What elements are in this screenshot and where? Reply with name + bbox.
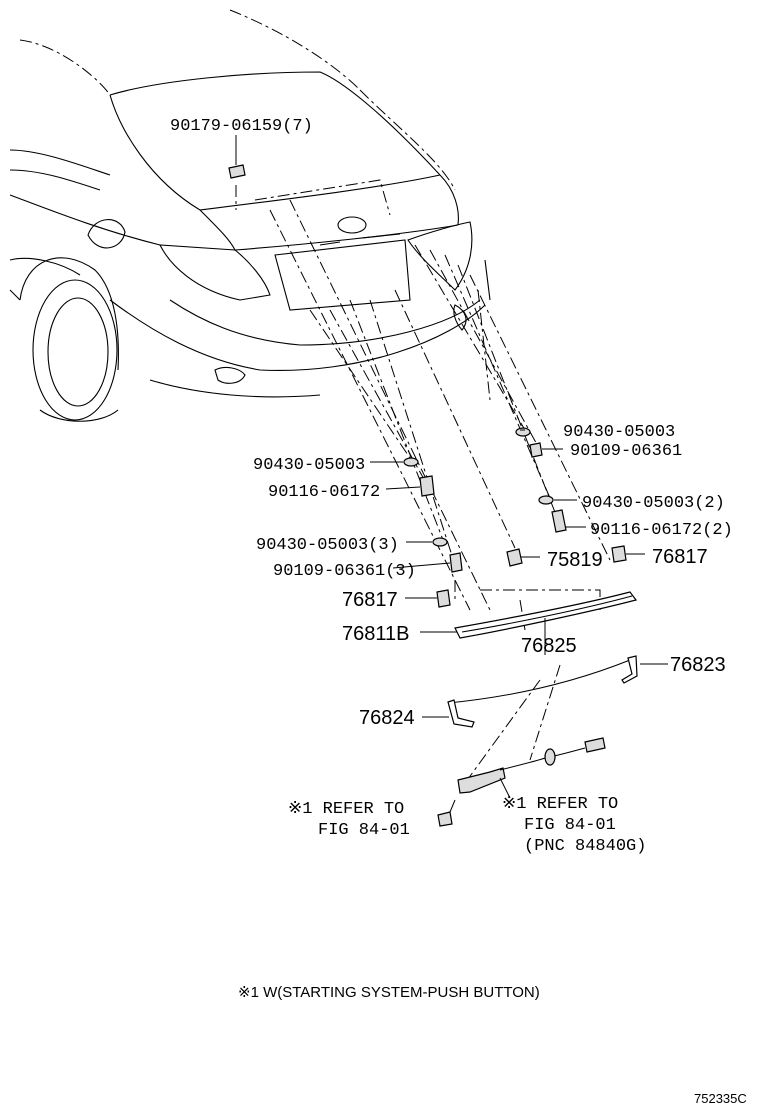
screw-switch (437, 811, 453, 827)
label-76811b: 76811B (342, 623, 409, 645)
ref-right-line1: ※1 REFER TO (502, 795, 618, 814)
label-90109-l3: 90109-06361(3) (273, 562, 416, 581)
screw-90109-l3 (449, 552, 463, 573)
washer-90430-r (515, 427, 531, 437)
label-90430-l3: 90430-05003(3) (256, 536, 399, 555)
ref-right-line3: (PNC 84840G) (524, 837, 646, 856)
label-90430-l: 90430-05003 (253, 456, 365, 475)
screw-90109-r (529, 442, 543, 458)
leader-lines (235, 135, 668, 799)
parts-drawings (228, 164, 638, 827)
reference-notes: ※1 REFER TO FIG 84-01 ※1 REFER TO FIG 84… (288, 795, 646, 856)
ref-right-line2: FIG 84-01 (524, 816, 616, 835)
end-cap-76824 (447, 699, 475, 728)
washer-90430-l3 (432, 537, 448, 547)
label-90116-r2: 90116-06172(2) (590, 521, 733, 540)
garnish-76811b (454, 591, 638, 639)
label-90116-l: 90116-06172 (268, 483, 380, 502)
label-75819: 75819 (547, 549, 603, 571)
label-90430-r: 90430-05003 (563, 423, 675, 442)
switch-assembly (457, 767, 506, 794)
label-76823: 76823 (670, 654, 726, 676)
part-labels: 90179-06159(7) 90430-05003 90109-06361 9… (170, 117, 733, 729)
clip-75819 (506, 548, 523, 567)
label-76825: 76825 (521, 635, 577, 657)
car-rear-illustration (9, 9, 491, 422)
label-90109-r: 90109-06361 (570, 442, 682, 461)
ref-left-line1: ※1 REFER TO (288, 800, 404, 819)
ref-left-line2: FIG 84-01 (318, 821, 410, 840)
label-76824: 76824 (359, 707, 415, 729)
label-90179: 90179-06159(7) (170, 117, 313, 136)
connector (584, 737, 606, 753)
label-90430-r2: 90430-05003(2) (582, 494, 725, 513)
clip-76817-l (436, 589, 451, 608)
clip-90179 (228, 164, 246, 179)
bolt-90116-l (419, 475, 435, 497)
label-76817-r: 76817 (652, 546, 708, 568)
footnote: ※1 W(STARTING SYSTEM-PUSH BUTTON) (238, 984, 540, 1001)
moulding-76825 (447, 659, 631, 704)
diagram-code: 752335C (694, 1091, 747, 1106)
bolt-90116-r2 (551, 509, 567, 533)
washer-90430-r2 (538, 495, 554, 505)
clip-76817-r (611, 545, 627, 563)
washer-90430-l (403, 457, 419, 467)
end-cap-76823 (621, 655, 638, 684)
label-76817-l: 76817 (342, 589, 398, 611)
